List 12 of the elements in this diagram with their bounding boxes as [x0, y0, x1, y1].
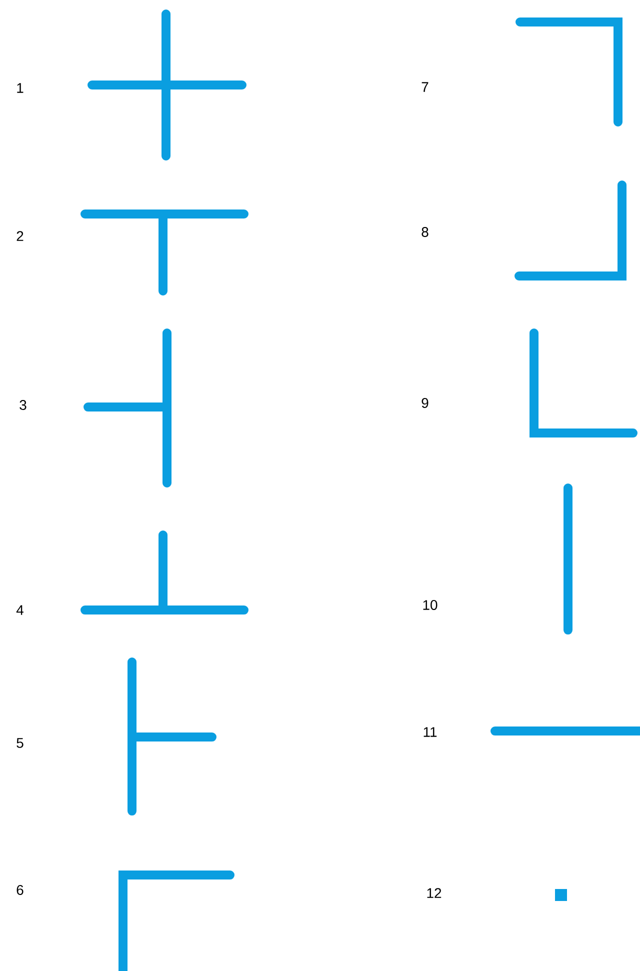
number-label: 3: [20, 400, 26, 410]
number-label: 7: [422, 82, 428, 92]
number-label: 11: [424, 727, 437, 737]
number-label: 6: [16, 885, 24, 895]
number-label: 10: [423, 600, 438, 610]
number-label: 4: [16, 605, 24, 615]
number-label: 9: [422, 398, 428, 408]
number-label: 12: [427, 888, 442, 898]
number-label: 8: [422, 227, 428, 237]
number-label: 5: [16, 738, 24, 748]
number-label: 2: [16, 231, 24, 241]
number-label: 1: [17, 83, 24, 93]
